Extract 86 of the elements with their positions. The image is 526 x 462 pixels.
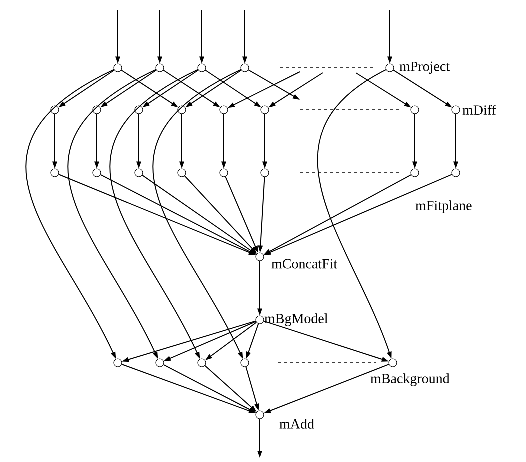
node-circle <box>260 106 270 114</box>
node-label: mConcatFit <box>272 259 338 269</box>
node-circle <box>114 358 122 368</box>
node-circle <box>92 106 102 114</box>
arrow <box>110 69 200 360</box>
node-circle <box>256 252 264 262</box>
arrow <box>454 114 458 169</box>
arrow <box>264 364 390 414</box>
node-circle <box>386 64 394 72</box>
node-circle <box>256 316 264 324</box>
node-circle <box>240 358 250 368</box>
arrow <box>246 366 260 411</box>
arrow <box>262 114 268 169</box>
arrow <box>136 114 142 169</box>
arrow <box>152 69 244 360</box>
arrow <box>264 320 389 362</box>
node-circle <box>410 168 420 178</box>
node-circle <box>156 64 164 72</box>
arrow <box>200 10 204 64</box>
node-circle <box>178 168 186 178</box>
arrow <box>122 364 256 414</box>
node-circle <box>220 168 228 178</box>
arrow <box>100 174 256 256</box>
node-circle <box>50 106 60 114</box>
arrow <box>246 324 260 359</box>
arrow <box>116 10 120 64</box>
node-circle <box>92 168 102 178</box>
node-circle <box>452 168 460 178</box>
arrow <box>204 365 257 412</box>
arrow <box>318 69 392 359</box>
arrow <box>100 70 157 108</box>
arrow <box>58 174 256 256</box>
node-label: mProject <box>400 62 450 74</box>
arrow <box>58 70 115 108</box>
arrow <box>142 174 256 255</box>
arrow <box>94 114 100 169</box>
arrow <box>121 70 178 108</box>
arrow <box>264 174 412 255</box>
node-circle <box>240 64 250 72</box>
arrow <box>142 70 199 108</box>
arrow <box>268 72 324 108</box>
arrow <box>205 322 258 360</box>
arrow <box>163 70 220 108</box>
arrow <box>184 176 258 254</box>
arrow <box>225 176 258 254</box>
node-circle <box>50 168 60 178</box>
arrow <box>258 176 266 253</box>
arrow <box>52 114 58 169</box>
arrow <box>228 72 300 108</box>
arrow <box>26 69 116 360</box>
node-circle <box>134 106 144 114</box>
arrow <box>180 114 184 169</box>
arrow <box>205 70 262 108</box>
arrow <box>412 114 418 169</box>
arrow <box>222 114 226 169</box>
node-label: mDiff <box>462 105 496 115</box>
node-circle <box>198 64 206 72</box>
arrow <box>122 320 256 362</box>
node-circle <box>220 106 228 114</box>
node-circle <box>410 106 420 114</box>
arrow <box>388 10 392 64</box>
node-label: mFitplane <box>416 200 472 214</box>
arrow <box>68 69 158 360</box>
node-circle <box>198 358 206 368</box>
node-label: mAdd <box>280 419 314 429</box>
node-circle <box>452 106 460 114</box>
node-circle <box>134 168 144 178</box>
node-label: mBackground <box>370 374 450 386</box>
node-circle <box>178 106 186 114</box>
arrow <box>158 10 162 64</box>
arrow <box>356 72 412 108</box>
arrow <box>393 70 452 108</box>
arrow <box>186 70 242 108</box>
arrow <box>248 70 300 100</box>
arrow <box>258 418 262 458</box>
node-circle <box>260 168 270 178</box>
node-circle <box>114 64 122 72</box>
node-label: mBgModel <box>264 314 328 326</box>
node-circle <box>256 410 264 420</box>
arrow <box>163 364 256 414</box>
node-circle <box>388 358 398 368</box>
arrow <box>258 260 262 316</box>
arrow <box>264 174 453 256</box>
node-circle <box>156 358 164 368</box>
arrow <box>164 321 257 362</box>
arrow <box>242 10 248 64</box>
